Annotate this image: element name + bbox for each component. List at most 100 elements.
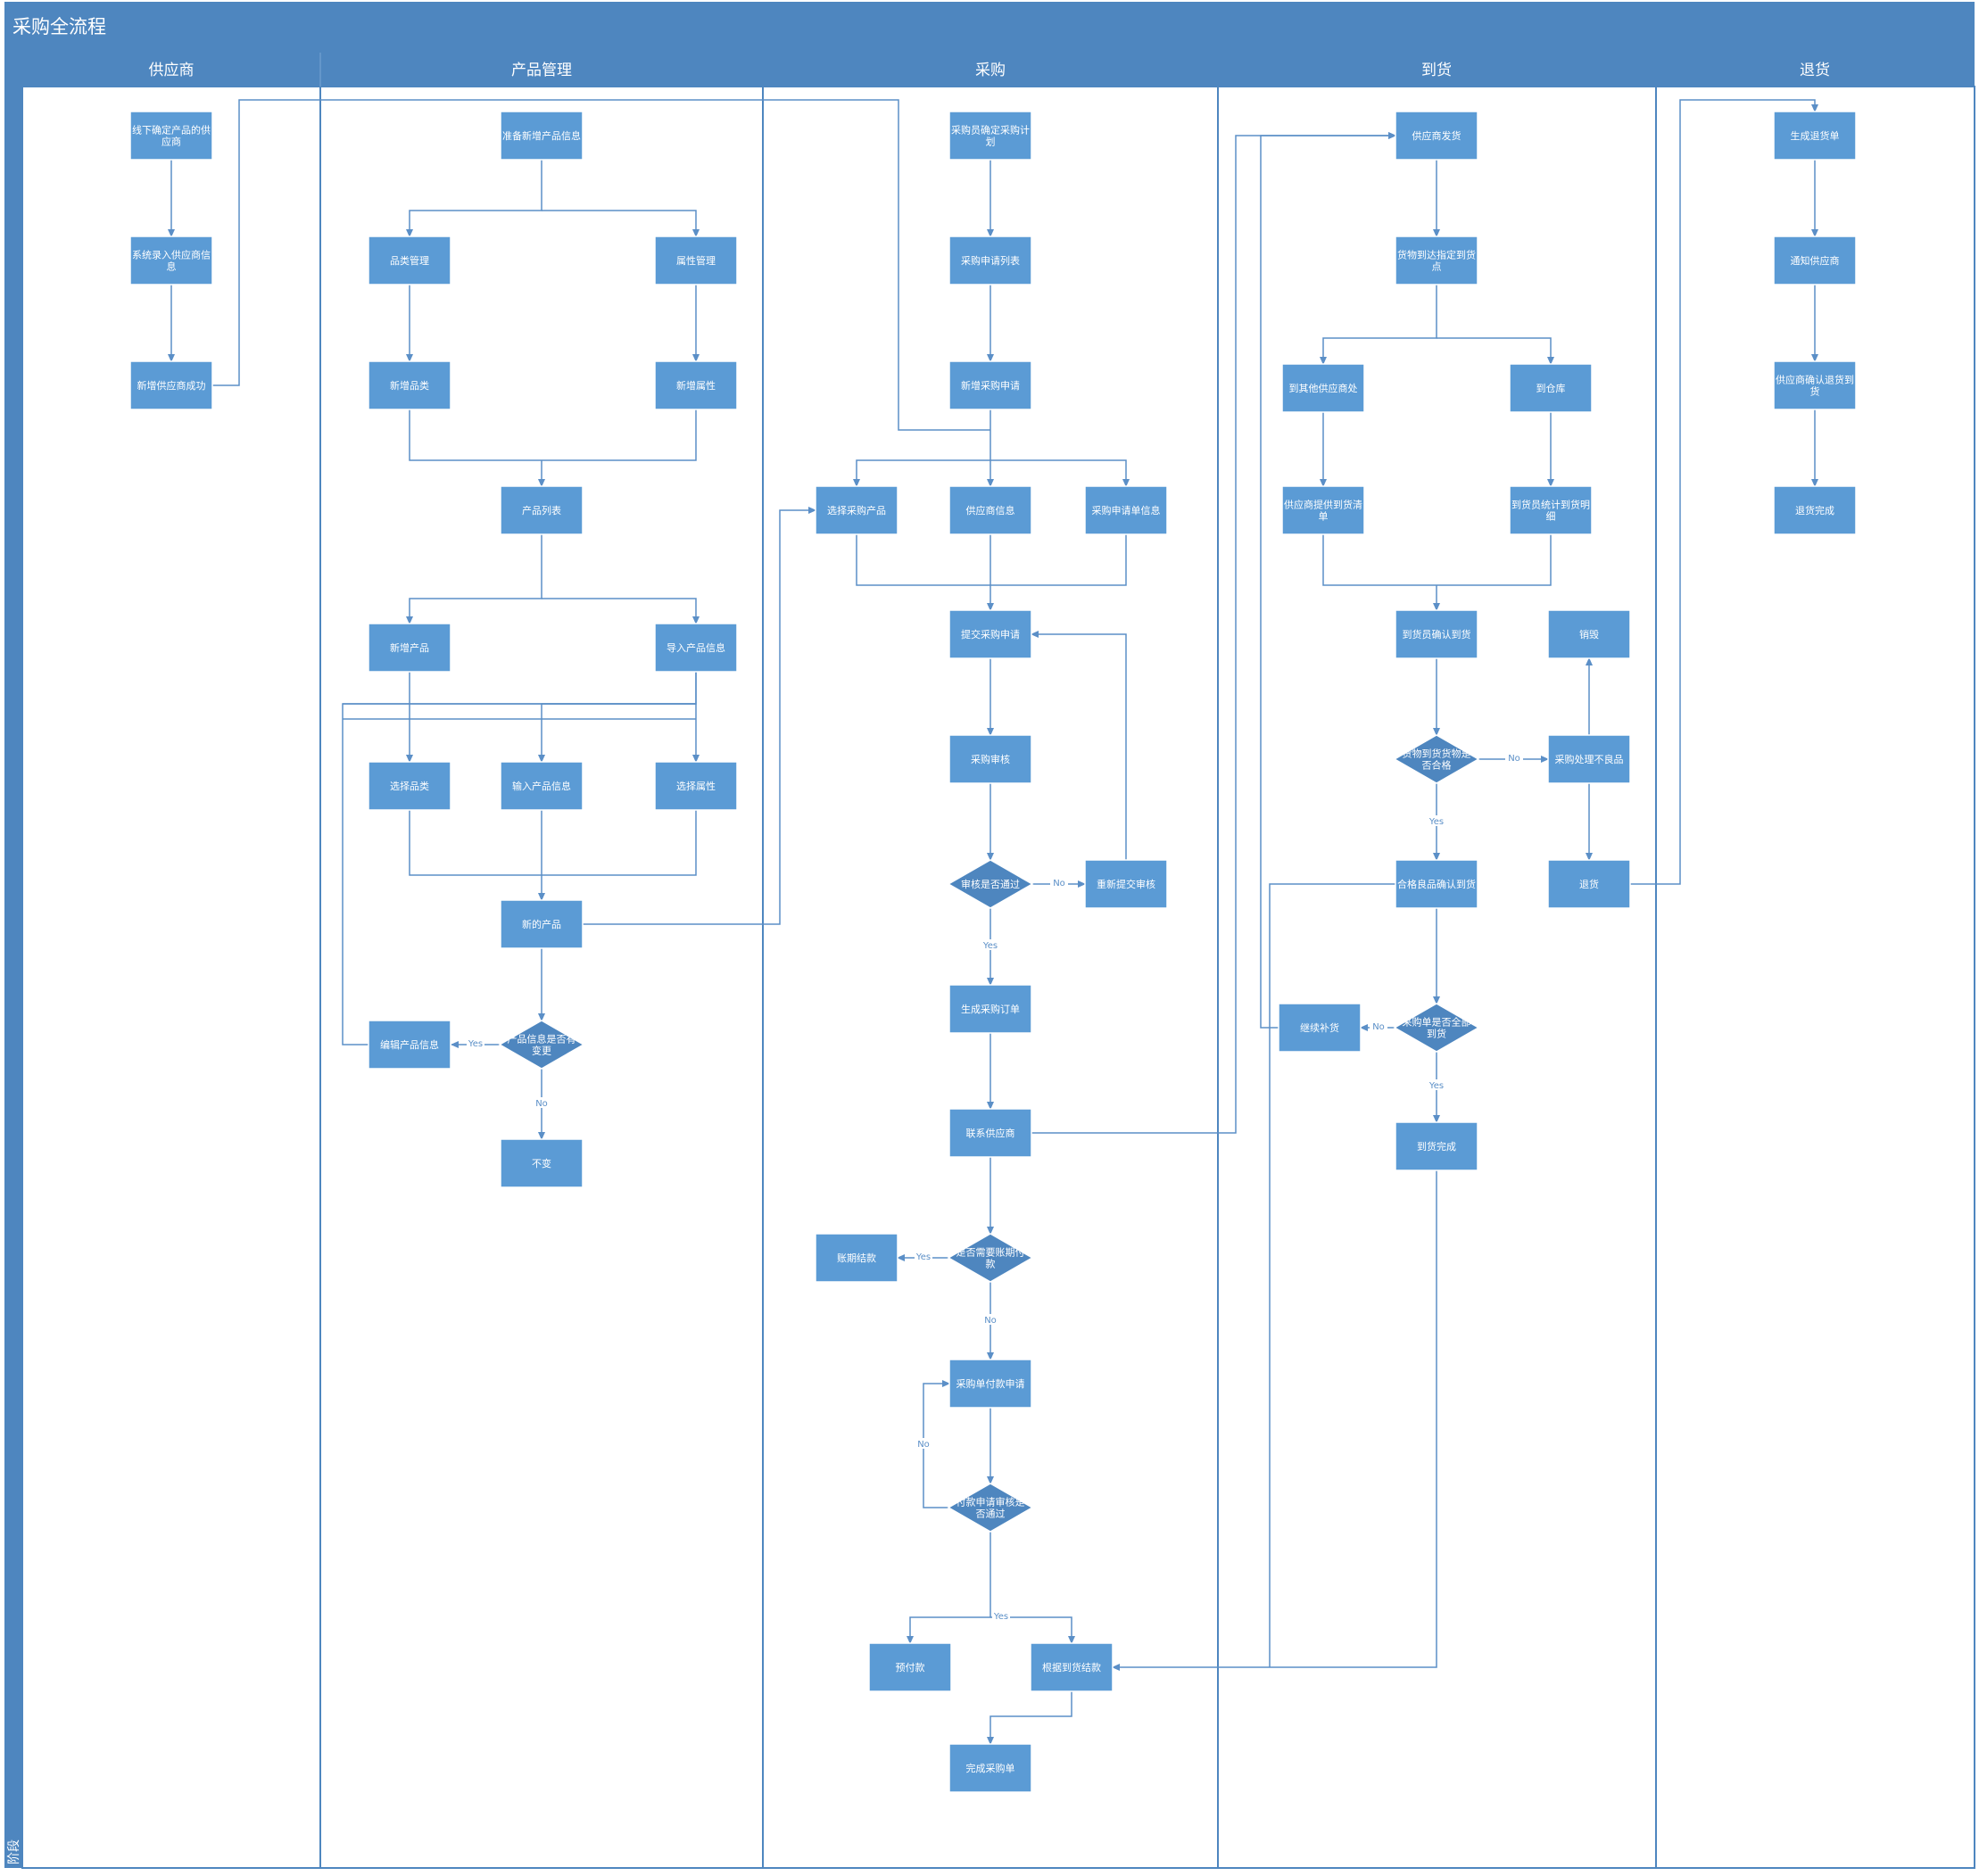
node-shape bbox=[948, 734, 1032, 784]
node-label: 编辑产品信息 bbox=[380, 1038, 439, 1051]
node-label: 采购单付款申请 bbox=[956, 1377, 1025, 1390]
edge-label-no: No bbox=[535, 1099, 548, 1109]
edge-label-yes: Yes bbox=[982, 941, 998, 951]
process-node-d3: 到其他供应商处 bbox=[1281, 363, 1365, 413]
process-node-c15: 采购单付款申请 bbox=[948, 1359, 1032, 1409]
node-label: 属性管理 bbox=[676, 254, 716, 267]
process-node-c17: 预付款 bbox=[868, 1642, 952, 1692]
connector-line bbox=[342, 703, 410, 1045]
node-label: 采购申请单信息 bbox=[1092, 504, 1161, 517]
node-shape bbox=[1084, 485, 1168, 535]
decision-node-d13: 采购单是否全部到货 bbox=[1393, 1003, 1480, 1053]
connector-line bbox=[1322, 534, 1552, 586]
process-node-d10: 销毁 bbox=[1547, 609, 1631, 659]
node-shape bbox=[1773, 236, 1857, 285]
edge-label-no: No bbox=[1053, 879, 1065, 888]
decision-shape bbox=[947, 1233, 1034, 1283]
node-shape bbox=[1281, 363, 1365, 413]
edge-label-bg bbox=[533, 1097, 551, 1108]
process-node-c5: 供应商信息 bbox=[948, 485, 1032, 535]
process-node-d12: 退货 bbox=[1547, 859, 1631, 909]
node-shape bbox=[368, 623, 451, 673]
process-node-c8: 采购审核 bbox=[948, 734, 1032, 784]
node-shape bbox=[500, 761, 584, 811]
process-node-s2: 系统录入供应商信息 bbox=[129, 236, 213, 285]
node-label: 采购员确定采购计划 bbox=[951, 124, 1030, 148]
process-node-p15: 不变 bbox=[500, 1138, 584, 1188]
node-shape bbox=[1547, 734, 1631, 784]
node-label: 供应商信息 bbox=[966, 504, 1015, 517]
node-label: 是否需要账期付款 bbox=[956, 1247, 1025, 1270]
decision-node-p13: 产品信息是否有变更 bbox=[498, 1020, 585, 1070]
process-node-p5: 新增属性 bbox=[654, 360, 738, 410]
node-shape bbox=[1395, 609, 1478, 659]
node-shape bbox=[368, 761, 451, 811]
node-shape bbox=[368, 1020, 451, 1070]
connector-line bbox=[409, 810, 697, 876]
lane-header-bar bbox=[22, 53, 1975, 87]
node-shape bbox=[1773, 111, 1857, 161]
node-label: 选择采购产品 bbox=[827, 504, 886, 517]
lane-title-arrival: 到货 bbox=[1421, 62, 1452, 79]
edge-label-no: No bbox=[917, 1440, 930, 1450]
node-shape bbox=[948, 1743, 1032, 1793]
edge-label-yes: Yes bbox=[1428, 817, 1444, 827]
connectors bbox=[168, 99, 1818, 1745]
decision-node-c9: 审核是否通过 bbox=[947, 859, 1034, 909]
node-label: 货物到货货物是否合格 bbox=[1403, 748, 1471, 772]
edge-label-bg bbox=[915, 1251, 932, 1261]
connector-line bbox=[1269, 883, 1395, 1667]
decision-shape bbox=[498, 1020, 585, 1070]
process-node-r4: 退货完成 bbox=[1773, 485, 1857, 535]
node-shape bbox=[1773, 360, 1857, 410]
edge-label-yes: Yes bbox=[468, 1039, 483, 1049]
process-node-d2: 货物到达指定到货点 bbox=[1395, 236, 1478, 285]
phase-label: 阶段 bbox=[7, 1839, 21, 1864]
node-shape bbox=[368, 236, 451, 285]
node-label: 供应商确认退货到货 bbox=[1776, 374, 1854, 398]
node-shape bbox=[948, 609, 1032, 659]
node-shape bbox=[948, 984, 1032, 1034]
edge-label-bg bbox=[1370, 1021, 1387, 1031]
connector-line bbox=[987, 1691, 1072, 1745]
node-shape bbox=[500, 485, 584, 535]
connector-line bbox=[542, 210, 700, 237]
process-node-s1: 线下确定产品的供应商 bbox=[129, 111, 213, 161]
process-node-c12: 联系供应商 bbox=[948, 1108, 1032, 1158]
process-node-d15: 到货完成 bbox=[1395, 1121, 1478, 1171]
node-label: 线下确定产品的供应商 bbox=[132, 124, 211, 148]
connector-line bbox=[990, 1616, 1075, 1644]
node-label: 供应商发货 bbox=[1412, 129, 1461, 142]
edge-label-bg bbox=[981, 939, 999, 950]
node-shape bbox=[1281, 485, 1365, 535]
diagram-title: 采购全流程 bbox=[12, 16, 106, 37]
node-label: 通知供应商 bbox=[1791, 254, 1840, 267]
node-label: 账期结款 bbox=[837, 1252, 876, 1264]
outer-border bbox=[21, 86, 1975, 1869]
connector-line bbox=[1320, 285, 1437, 365]
node-label: 到货员确认到货 bbox=[1403, 628, 1471, 640]
node-shape bbox=[1395, 1121, 1478, 1171]
connector-line bbox=[853, 459, 990, 487]
node-shape bbox=[948, 360, 1032, 410]
node-shape bbox=[500, 1138, 584, 1188]
node-label: 生成采购订单 bbox=[961, 1003, 1020, 1015]
swimlane-frame: 采购全流程 阶段 供应商 产品管理 采购 到货 退货 bbox=[4, 2, 1975, 1869]
connector-line bbox=[990, 459, 1130, 487]
connector-line bbox=[856, 534, 1127, 586]
node-shape bbox=[368, 360, 451, 410]
decision-shape bbox=[1393, 734, 1480, 784]
edge-label-bg bbox=[981, 1314, 999, 1325]
title-bar bbox=[4, 2, 1975, 53]
node-shape bbox=[500, 111, 584, 161]
node-shape bbox=[1278, 1003, 1362, 1053]
node-shape bbox=[1547, 859, 1631, 909]
process-node-p7: 新增产品 bbox=[368, 623, 451, 673]
connector-line bbox=[1437, 337, 1554, 365]
process-node-p10: 输入产品信息 bbox=[500, 761, 584, 811]
node-shape bbox=[948, 1108, 1032, 1158]
node-label: 销毁 bbox=[1579, 628, 1599, 640]
node-label: 新增采购申请 bbox=[961, 379, 1020, 392]
phase-column bbox=[4, 53, 22, 1868]
